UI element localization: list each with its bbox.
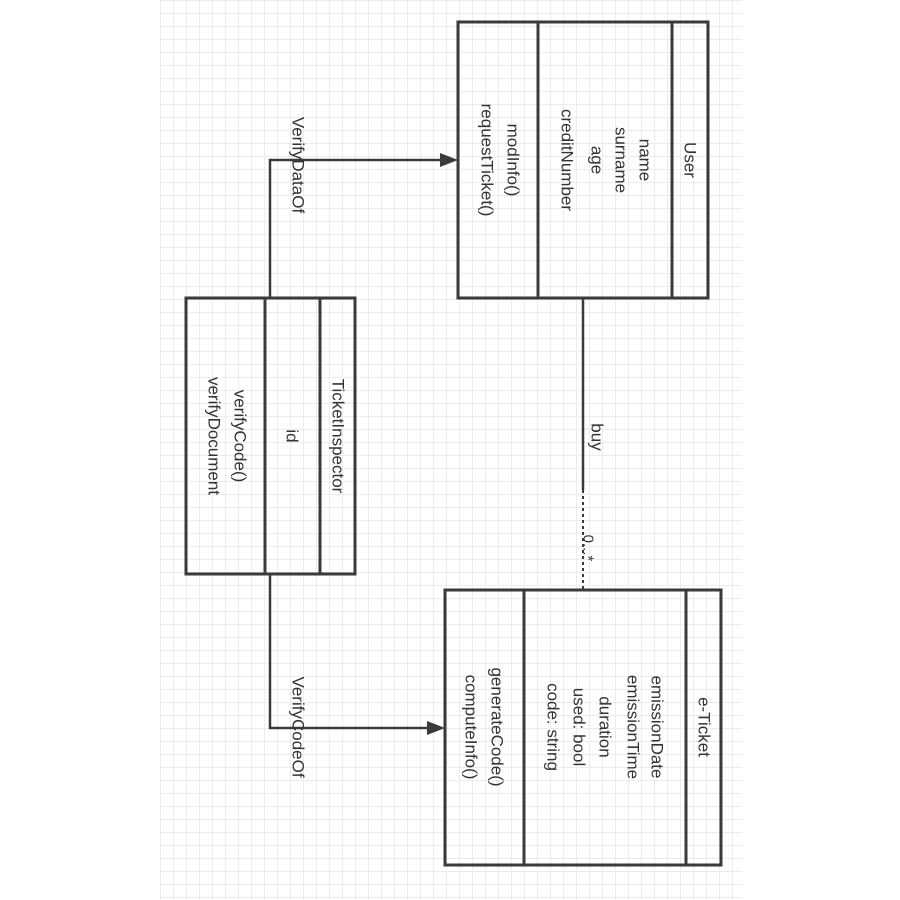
verify-data-of-line[interactable] bbox=[268, 158, 446, 298]
e-ticket-attr-duration: duration bbox=[596, 696, 615, 757]
diagram-canvas bbox=[160, 0, 742, 900]
e-ticket-method-generatecode: generateCode() bbox=[488, 667, 507, 786]
class-user[interactable]: User name surname age creditNumber modIn… bbox=[456, 20, 710, 300]
verify-code-of-line[interactable] bbox=[268, 574, 433, 730]
user-attr-name: name bbox=[636, 139, 655, 182]
e-ticket-method-computeinfo: computeInfo() bbox=[462, 675, 481, 780]
class-e-ticket-box[interactable] bbox=[443, 588, 723, 867]
class-user-name: User bbox=[681, 142, 700, 178]
verify-data-of-arrowhead bbox=[440, 153, 458, 167]
relation-verify-data-of[interactable]: VerifyDataOf bbox=[268, 117, 458, 298]
ticket-inspector-method-verifycode: verifyCode() bbox=[231, 390, 250, 483]
verify-code-of-label: VerifyCodeOf bbox=[289, 676, 308, 777]
user-attr-age: age bbox=[588, 146, 607, 174]
buy-label: buy bbox=[588, 423, 607, 451]
verify-code-of-arrowhead bbox=[427, 721, 445, 735]
class-e-ticket-name: e-Ticket bbox=[695, 697, 714, 757]
user-attr-surname: surname bbox=[612, 127, 631, 193]
e-ticket-attr-used: used: bool bbox=[570, 688, 589, 766]
e-ticket-attr-emissiontime: emissionTime bbox=[624, 675, 643, 779]
buy-multiplicity: 0...* bbox=[580, 535, 597, 562]
verify-data-of-label: VerifyDataOf bbox=[289, 117, 308, 214]
e-ticket-attr-emissiondate: emissionDate bbox=[648, 676, 667, 779]
e-ticket-attr-code: code: string bbox=[544, 683, 563, 771]
user-attr-creditnumber: creditNumber bbox=[558, 109, 577, 211]
class-e-ticket[interactable]: e-Ticket emissionDate emissionTime durat… bbox=[443, 588, 723, 867]
ticket-inspector-attr-id: id bbox=[283, 429, 302, 442]
class-ticket-inspector[interactable]: TicketInspector id verifyCode() verifyDo… bbox=[184, 296, 357, 576]
relation-buy[interactable]: buy 0...* bbox=[580, 298, 607, 590]
user-method-modinfo: modInfo() bbox=[504, 124, 523, 197]
ticket-inspector-method-verifydocument: verifyDocument bbox=[205, 377, 224, 495]
class-ticket-inspector-name: TicketInspector bbox=[329, 379, 348, 494]
user-method-requestticket: requestTicket() bbox=[478, 104, 497, 217]
relation-verify-code-of[interactable]: VerifyCodeOf bbox=[268, 574, 445, 778]
